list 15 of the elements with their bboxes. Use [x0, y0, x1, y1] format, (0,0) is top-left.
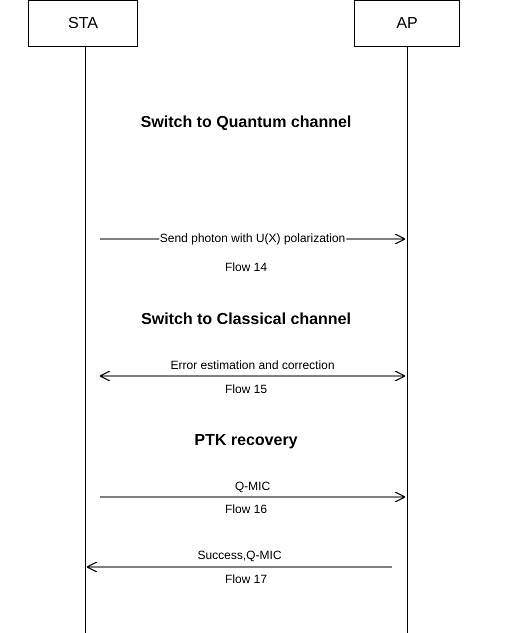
edge-label: Error estimation and correction: [169, 358, 336, 372]
edge-label: Success,Q-MIC: [196, 548, 282, 562]
participant-box: AP: [354, 0, 460, 47]
flow-number: Flow 16: [224, 502, 268, 516]
flow-number: Flow 15: [224, 382, 268, 396]
message-arrow: [86, 561, 392, 573]
phase-heading: PTK recovery: [193, 432, 299, 450]
edge-label: Send photon with U(X) polarization: [158, 231, 346, 245]
message-arrow: [100, 491, 406, 503]
flow-number: Flow 14: [224, 260, 268, 274]
phase-heading: Switch to Quantum channel: [140, 114, 352, 132]
message-arrow: [99, 370, 406, 382]
flow-number: Flow 17: [224, 572, 268, 586]
edge-label: Q-MIC: [234, 479, 272, 493]
participant-box: STA: [28, 0, 138, 47]
